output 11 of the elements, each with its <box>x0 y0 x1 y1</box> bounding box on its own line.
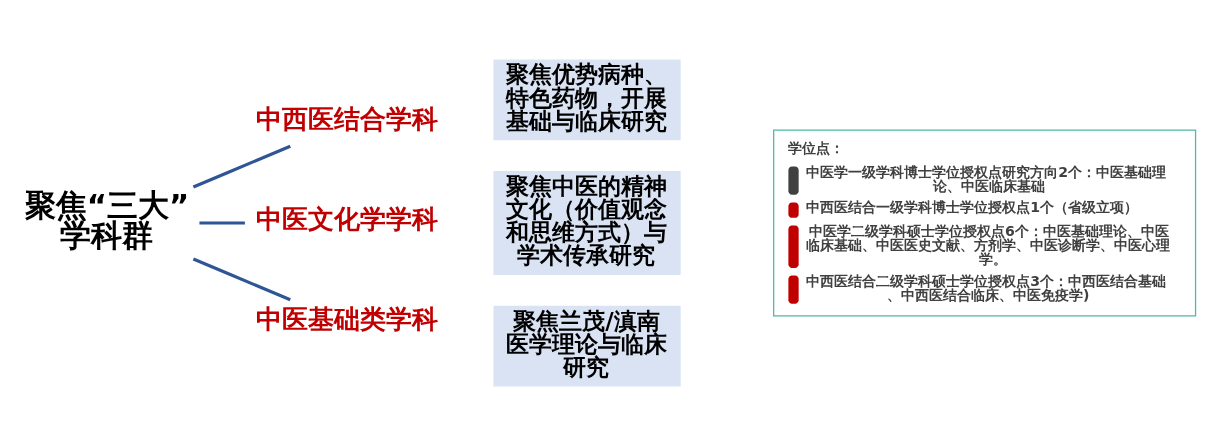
connector <box>192 144 291 188</box>
node-text: 中西医结合学科 <box>255 103 438 134</box>
node-text: 中医基础类学科 <box>255 303 438 334</box>
node-box: 聚焦兰茂/滇南医学理论与临床研究 <box>493 305 681 386</box>
connector <box>199 220 245 225</box>
node-text: 中医文化学学科 <box>255 203 438 234</box>
node-box: 聚焦中医的精神文化（价值观念和思维方式）与学术传承研究 <box>493 170 681 275</box>
node-box: 学位点： 中医学一级学科博士学位授权点研究方向2个：中医基础理论、中医临床基础 中西医结合一级学科博士学位授权点1个（省级立项） 中医学二级学科硕士学位授权点6个：中医基础理论、中医临床基础、中医医史文献、方剂学、中医诊断学、中医心理学。 中西医结合二级学科硕士学位授权点3个：中西医结合基础、中西医结合临床、中医免疫学) <box>773 128 1197 317</box>
node-box: 聚焦优势病种、特色药物，开展基础与临床研究 <box>493 59 681 140</box>
node-text: 聚焦“三大”学科群 <box>24 186 190 253</box>
connector <box>192 257 291 301</box>
